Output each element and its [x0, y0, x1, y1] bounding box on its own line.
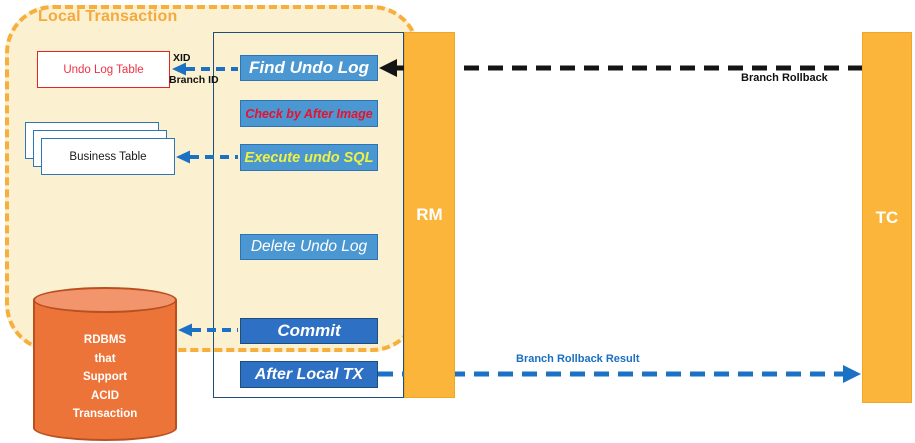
- local-transaction-title: Local Transaction: [38, 8, 178, 25]
- undo-log-table-label: Undo Log Table: [63, 63, 144, 76]
- branch-id-annotation: Branch ID: [169, 74, 219, 86]
- database-label: RDBMS that Support ACID Transaction: [72, 334, 138, 420]
- rm-lifeline-bar: RM: [404, 32, 455, 398]
- step-check-by-after-image: Check by After Image: [240, 100, 378, 127]
- xid-annotation: XID: [173, 52, 191, 64]
- step-after-local-tx: After Local TX: [240, 361, 378, 388]
- step-execute-undo-sql: Execute undo SQL: [240, 144, 378, 171]
- step-find-undo-log: Find Undo Log: [240, 55, 378, 81]
- tc-label: TC: [875, 207, 899, 227]
- undo-log-table-box: Undo Log Table: [37, 51, 170, 88]
- database-cylinder-top: [33, 287, 177, 313]
- business-table-box: Business Table: [41, 138, 175, 175]
- branch-rollback-result-message-label: Branch Rollback Result: [516, 353, 640, 365]
- tc-lifeline-bar: TC: [862, 32, 912, 403]
- rm-label: RM: [416, 205, 443, 224]
- database-cylinder-body: [33, 300, 177, 428]
- branch-rollback-result-arrowhead-icon: [843, 365, 861, 383]
- branch-rollback-message-label: Branch Rollback: [741, 72, 828, 84]
- rm-process-column: [213, 32, 404, 398]
- step-delete-undo-log: Delete Undo Log: [240, 234, 378, 260]
- step-commit: Commit: [240, 318, 378, 344]
- business-table-label: Business Table: [69, 150, 147, 163]
